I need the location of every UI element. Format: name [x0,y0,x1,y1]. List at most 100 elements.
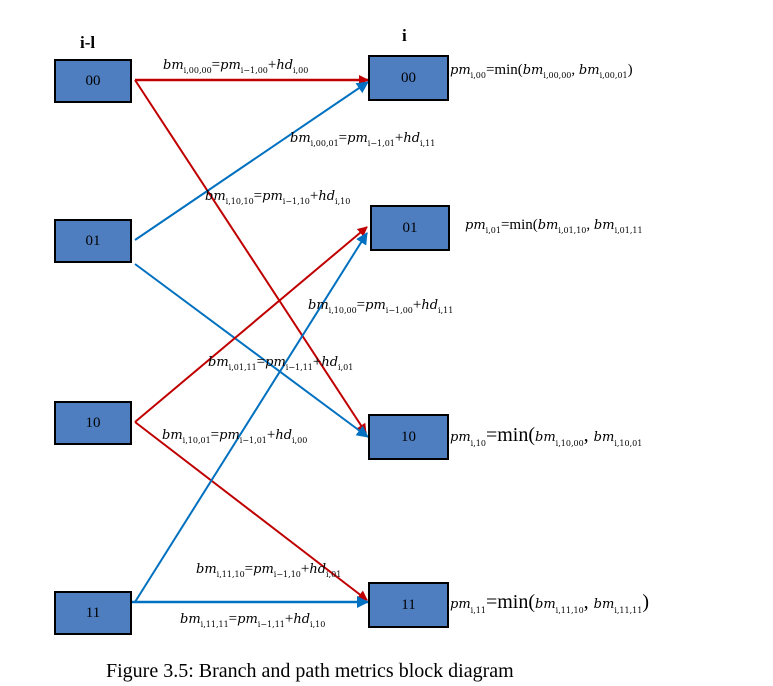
metric-symbol: hd [318,189,336,204]
operator: ) [642,591,650,613]
metric-subscript: i,11,11 [614,606,643,615]
metric-symbol: bm [196,562,217,577]
prev-state-01: 01 [54,219,132,263]
branch-label: bmi,10,01=pmi−1,01+hdi,00 [162,427,307,445]
metric-subscript: i,11,10 [555,606,584,615]
metric-subscript: i,11 [420,139,436,148]
operator: , [583,424,594,446]
metric-subscript: i,01,11 [228,363,257,372]
metric-subscript: i−1,00 [240,66,268,75]
operator: =min( [485,62,523,78]
edge-11-to-01 [134,232,368,603]
metric-symbol: pm [465,218,486,233]
edge-10-to-01 [134,226,368,423]
metric-subscript: i,10 [310,620,326,629]
column-label-current: i [402,26,407,45]
branch-label: bmi,10,10=pmi−1,10+hdi,10 [205,188,350,206]
metric-symbol: bm [593,218,615,233]
metric-subscript: i,10,01 [614,439,643,448]
branch-label: bmi,00,00=pmi−1,00+hdi,00 [163,57,308,75]
metric-subscript: i,11 [470,606,486,615]
metric-subscript: i,01,10 [558,226,587,235]
metric-symbol: bm [537,218,559,233]
operator: = [210,427,220,443]
operator: =min( [500,217,538,233]
metric-subscript: i,11,10 [216,570,245,579]
metric-symbol: pm [450,430,471,445]
metric-subscript: i−1,00 [385,306,413,315]
operator: = [338,130,348,146]
metric-subscript: i,01 [338,363,354,372]
metric-subscript: i,00,00 [183,66,212,75]
metric-subscript: i,11,11 [200,620,229,629]
prev-state-00: 00 [54,59,132,103]
path-metric-label: pmi,11=min(bmi,11,10, bmi,11,11) [450,591,649,615]
operator: =min( [485,591,535,613]
metric-subscript: i,10 [470,439,486,448]
figure-caption: Figure 3.5: Branch and path metrics bloc… [106,660,514,682]
metric-symbol: bm [308,298,329,313]
path-metric-label: pmi,01=min(bmi,01,10, bmi,01,11 [465,217,643,235]
metric-symbol: hd [275,428,293,443]
metric-symbol: hd [276,58,294,73]
metric-symbol: bm [290,131,311,146]
operator: ) [627,62,633,78]
curr-state-10: 10 [368,414,449,460]
operator: = [356,297,366,313]
branch-label: bmi,01,11=pmi−1,11+hdi,01 [208,354,353,372]
metric-symbol: bm [522,63,544,78]
metric-symbol: hd [421,298,439,313]
metric-symbol: bm [593,597,615,612]
metric-symbol: pm [347,131,368,146]
branch-label: bmi,00,01=pmi−1,01+hdi,11 [290,130,435,148]
metric-symbol: pm [262,189,283,204]
metric-symbol: pm [265,355,286,370]
operator: + [394,130,404,146]
operator: = [211,57,221,73]
operator: + [412,297,422,313]
metric-subscript: i,00 [292,436,308,445]
branch-label: bmi,11,10=pmi−1,10+hdi,01 [196,561,341,579]
metric-subscript: i,00 [293,66,309,75]
prev-state-11: 11 [54,591,132,635]
path-metric-label: pmi,10=min(bmi,10,00, bmi,10,01 [450,424,642,448]
operator: , [571,62,579,78]
operator: =min( [485,424,535,446]
metric-symbol: bm [205,189,226,204]
metric-symbol: hd [321,355,339,370]
operator: + [284,611,294,627]
metric-subscript: i,10,01 [182,436,211,445]
metric-symbol: bm [578,63,600,78]
operator: + [300,561,310,577]
metric-symbol: bm [162,428,183,443]
curr-state-11: 11 [368,582,449,628]
curr-state-01: 01 [370,205,450,251]
edge-10-to-11 [134,421,368,601]
metric-subscript: i−1,10 [282,197,310,206]
metric-symbol: bm [535,597,556,612]
metric-symbol: pm [450,597,471,612]
branch-label: bmi,10,00=pmi−1,00+hdi,11 [308,297,453,315]
metric-symbol: hd [293,612,311,627]
metric-subscript: i,01,11 [614,226,643,235]
operator: + [309,188,319,204]
metric-subscript: i,10,00 [555,439,584,448]
metric-subscript: i,10,00 [328,306,357,315]
metric-symbol: hd [403,131,421,146]
metric-symbol: pm [237,612,258,627]
operator: , [583,591,594,613]
metric-subscript: i−1,01 [239,436,267,445]
metric-subscript: i,00,01 [599,71,628,80]
edge-00-to-10 [134,79,367,434]
metric-subscript: i,00,00 [543,71,572,80]
operator: + [312,354,322,370]
operator: = [256,354,266,370]
metric-symbol: pm [450,63,471,78]
prev-state-10: 10 [54,401,132,445]
metric-subscript: i,10 [335,197,351,206]
metric-subscript: i,11 [438,306,454,315]
operator: = [228,611,238,627]
operator: , [586,217,594,233]
